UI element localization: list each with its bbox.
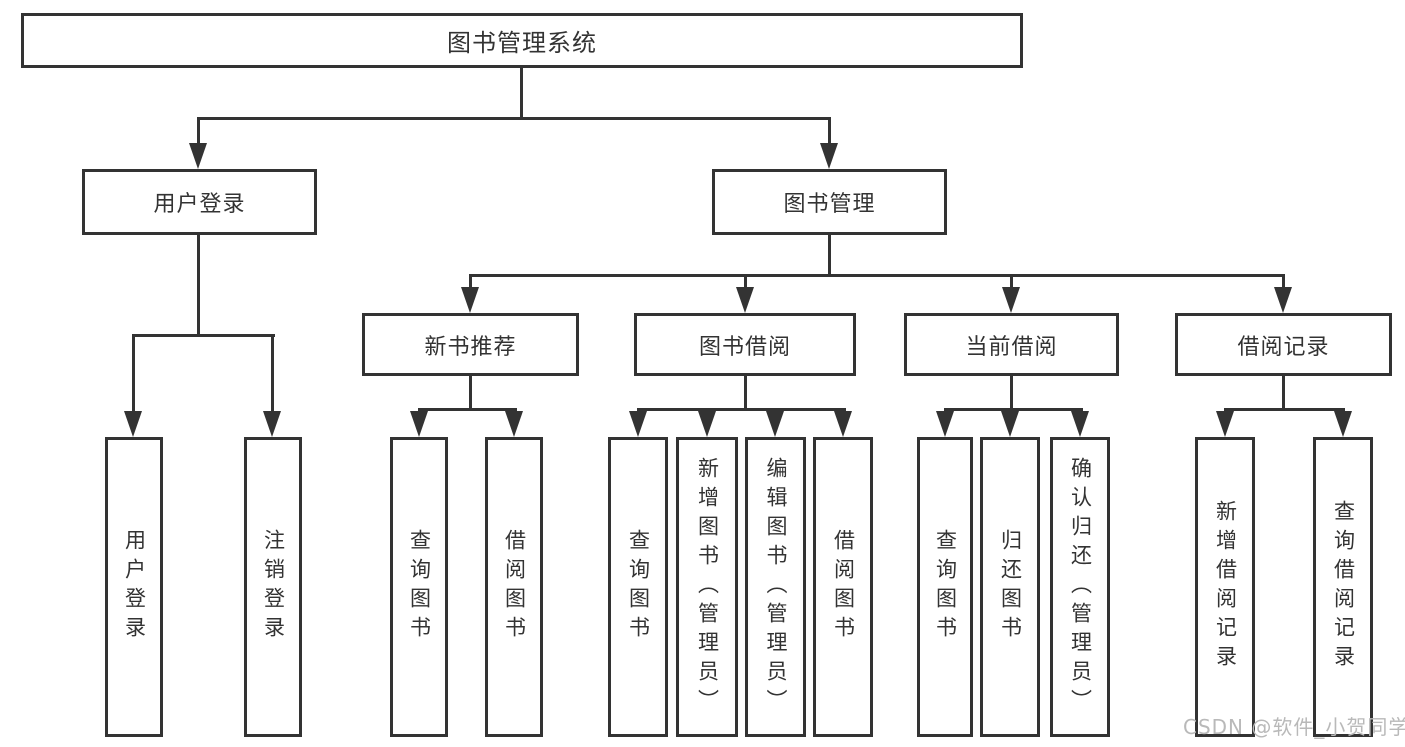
- leaf-add-borrow-record: 新增借阅记录: [1195, 437, 1255, 737]
- csdn-watermark: CSDN @软件_小贺同学: [1183, 715, 1405, 739]
- connector-line: [418, 408, 517, 411]
- arrowhead-icon: [1334, 411, 1352, 437]
- connector-line: [132, 334, 135, 412]
- leaf-return-books: 归还图书: [980, 437, 1040, 737]
- connector-line: [197, 117, 831, 120]
- leaf-query-borrow-record: 查询借阅记录: [1313, 437, 1373, 737]
- arrowhead-icon: [505, 411, 523, 437]
- node-current-borrowing: 当前借阅: [904, 313, 1119, 376]
- leaf-confirm-return-admin: 确认归还（管理员）: [1050, 437, 1110, 737]
- arrowhead-icon: [766, 411, 784, 437]
- node-user-login: 用户登录: [82, 169, 317, 235]
- arrowhead-icon: [1002, 287, 1020, 313]
- arrowhead-icon: [124, 411, 142, 437]
- arrowhead-icon: [698, 411, 716, 437]
- arrowhead-icon: [936, 411, 954, 437]
- connector-line: [197, 117, 200, 146]
- node-book-borrowing: 图书借阅: [634, 313, 856, 376]
- arrowhead-icon: [629, 411, 647, 437]
- connector-line: [828, 235, 831, 276]
- arrowhead-icon: [263, 411, 281, 437]
- node-book-management: 图书管理: [712, 169, 947, 235]
- connector-line: [469, 376, 472, 410]
- connector-line: [1010, 274, 1013, 290]
- leaf-borrow-books-borrowing: 借阅图书: [813, 437, 873, 737]
- arrowhead-icon: [1001, 411, 1019, 437]
- connector-line: [1224, 408, 1345, 411]
- connector-line: [828, 117, 831, 146]
- arrowhead-icon: [461, 287, 479, 313]
- connector-line: [744, 376, 747, 410]
- connector-line: [520, 68, 523, 118]
- connector-line: [197, 235, 200, 336]
- arrowhead-icon: [410, 411, 428, 437]
- leaf-query-books-current: 查询图书: [917, 437, 973, 737]
- leaf-query-books-recommend: 查询图书: [390, 437, 448, 737]
- arrowhead-icon: [189, 143, 207, 169]
- connector-line: [1282, 274, 1285, 290]
- connector-line: [132, 334, 275, 337]
- connector-line: [469, 274, 472, 290]
- arrowhead-icon: [834, 411, 852, 437]
- arrowhead-icon: [736, 287, 754, 313]
- leaf-logout: 注销登录: [244, 437, 302, 737]
- connector-line: [744, 274, 747, 290]
- connector-line: [469, 274, 1285, 277]
- arrowhead-icon: [1216, 411, 1234, 437]
- connector-line: [944, 408, 1083, 411]
- arrowhead-icon: [1071, 411, 1089, 437]
- connector-line: [271, 334, 274, 412]
- arrowhead-icon: [1274, 287, 1292, 313]
- leaf-edit-book-admin: 编辑图书（管理员）: [745, 437, 806, 737]
- leaf-add-book-admin: 新增图书（管理员）: [676, 437, 738, 737]
- arrowhead-icon: [820, 143, 838, 169]
- node-root-system: 图书管理系统: [21, 13, 1023, 68]
- leaf-query-books-borrowing: 查询图书: [608, 437, 668, 737]
- leaf-user-login: 用户登录: [105, 437, 163, 737]
- connector-line: [637, 408, 846, 411]
- node-borrowing-records: 借阅记录: [1175, 313, 1392, 376]
- node-new-book-recommend: 新书推荐: [362, 313, 579, 376]
- connector-line: [1010, 376, 1013, 410]
- leaf-borrow-books-recommend: 借阅图书: [485, 437, 543, 737]
- connector-line: [1282, 376, 1285, 410]
